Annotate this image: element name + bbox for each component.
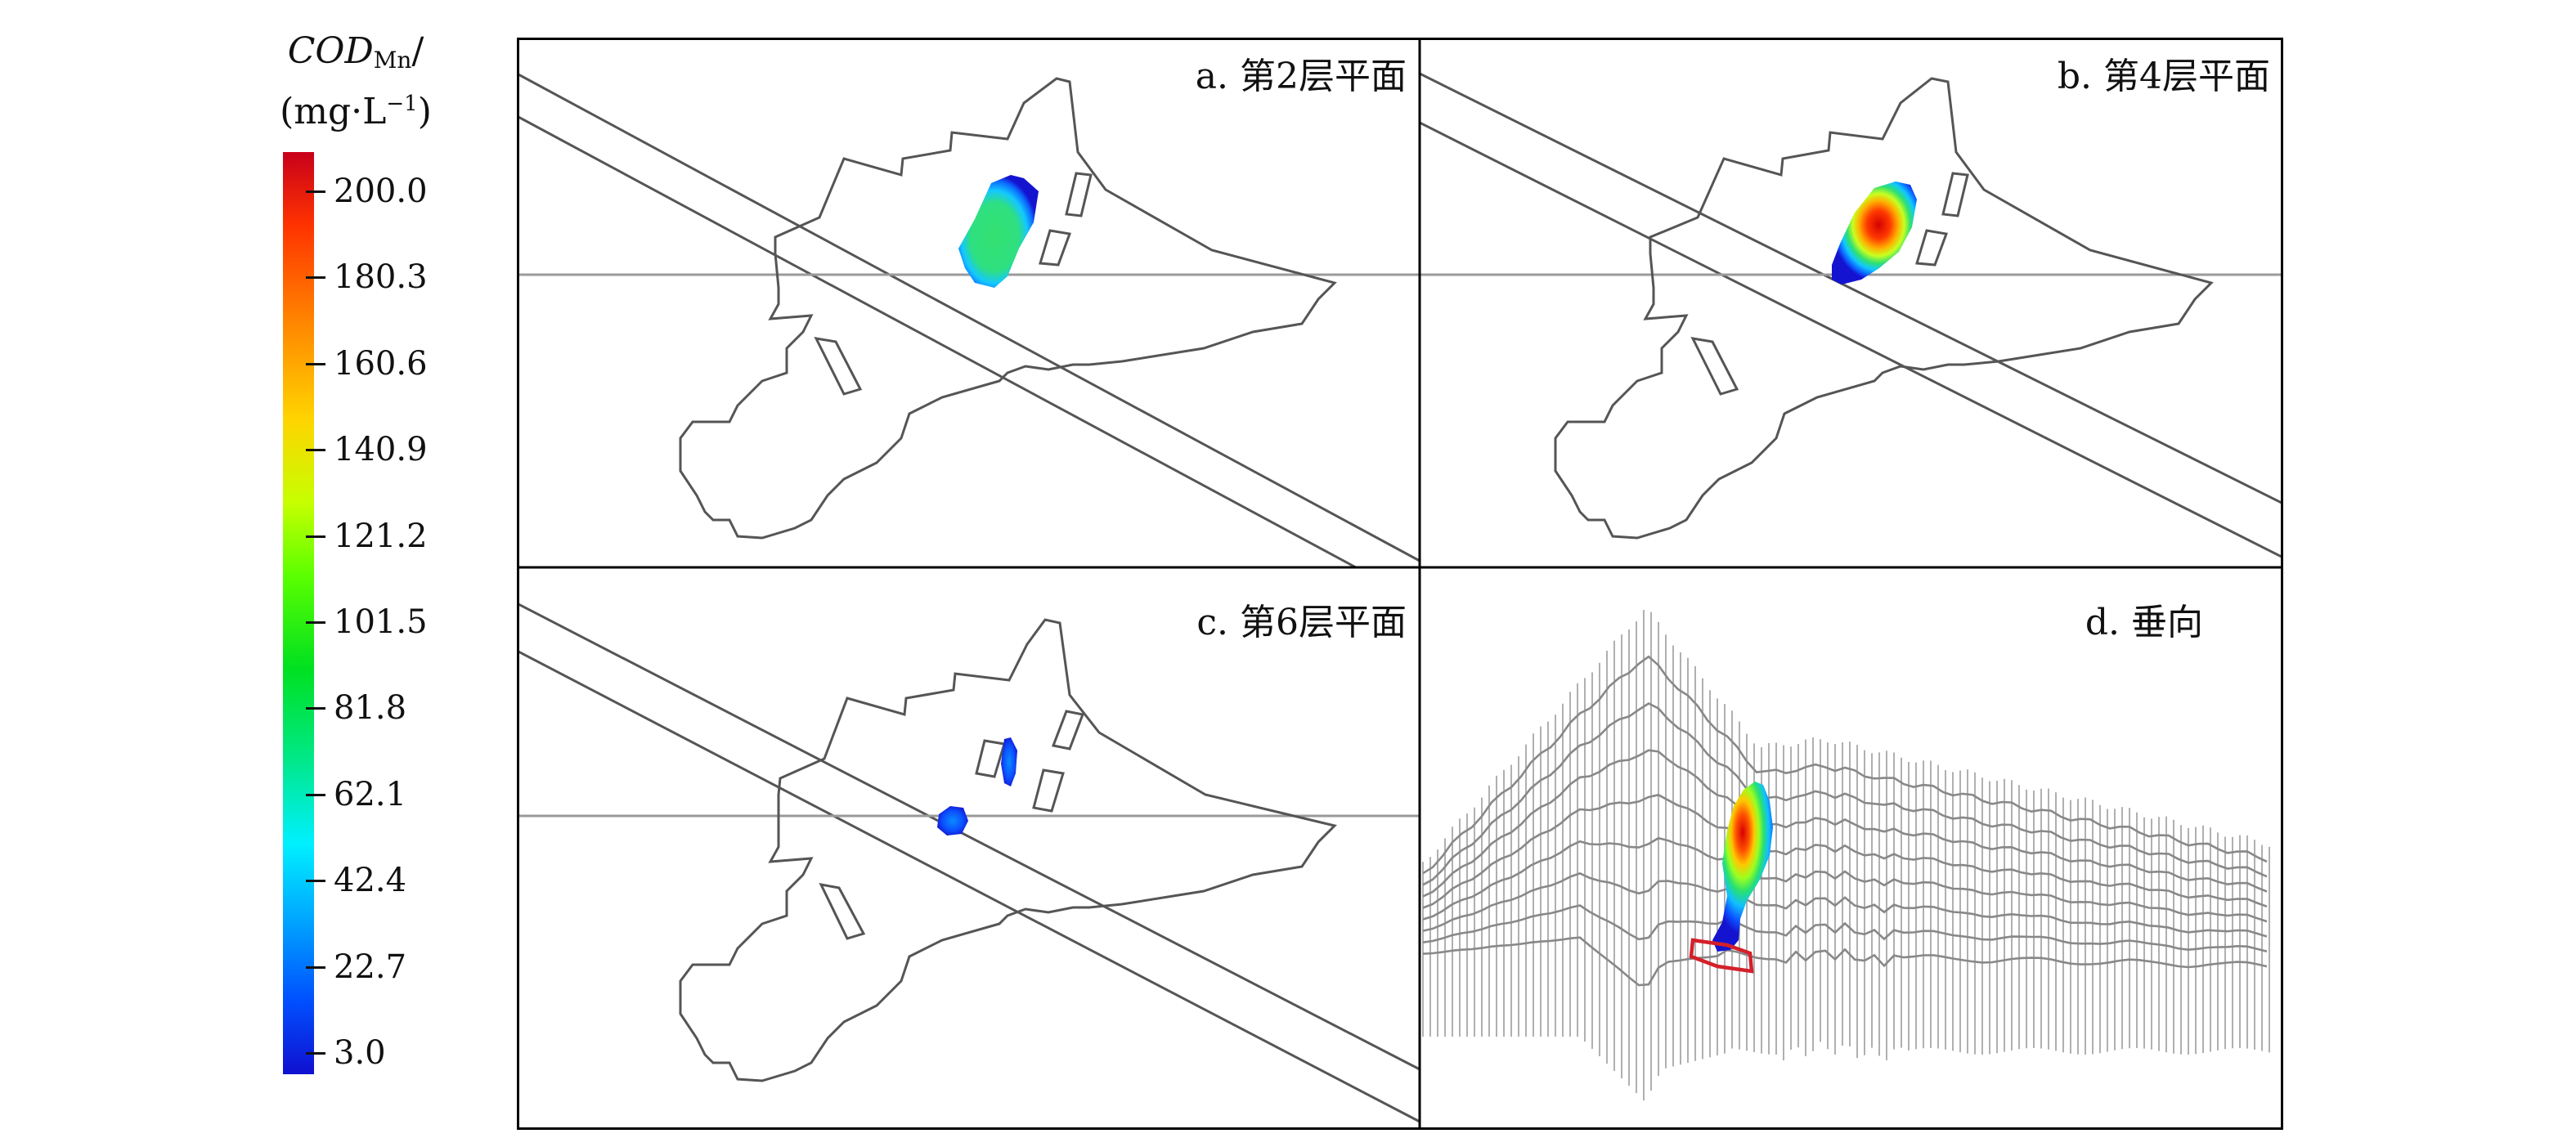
colorbar-tick: [306, 535, 325, 538]
colorbar-tick-label: 101.5: [334, 603, 428, 641]
building-1: [1065, 172, 1093, 217]
mesh-layer-line: [1422, 904, 2268, 953]
panel-d: [1422, 610, 2270, 1100]
mesh-layer-line: [1422, 793, 2268, 909]
building-2: [1039, 229, 1072, 267]
colorbar-tick: [306, 880, 325, 883]
road-line-1: [517, 72, 1420, 562]
building-3: [1690, 337, 1739, 396]
colorbar-tick-label: 22.7: [334, 948, 407, 986]
outer-frame: [517, 38, 2283, 1130]
panel-c: [517, 602, 1420, 1123]
building-3: [975, 739, 1006, 778]
colorbar-tick: [306, 449, 325, 452]
legend-unit-sup: −1: [386, 92, 418, 116]
legend-sub: Mn: [373, 47, 412, 74]
panel-c-label: c. 第6层平面: [1196, 602, 1407, 643]
plume-c-2: [937, 806, 968, 836]
color-scale-bar: [283, 152, 314, 1074]
site-boundary: [1554, 77, 2214, 540]
figure-panels: a. 第2层平面 b. 第4层平面 c. 第6层平面 d. 垂向: [517, 38, 2283, 1130]
colorbar-tick: [306, 362, 325, 365]
colorbar-tick-label: 200.0: [334, 172, 428, 210]
mesh-layer-line: [1422, 702, 2268, 886]
colorbar-tick: [306, 966, 325, 969]
colorbar-tick-label: 121.2: [334, 517, 428, 555]
colorbar-tick-label: 42.4: [334, 862, 407, 900]
colorbar-tick-label: 3.0: [334, 1034, 386, 1072]
site-boundary: [679, 618, 1337, 1082]
road-line-1: [1420, 72, 2283, 505]
building-4: [819, 882, 866, 940]
panel-b: [1420, 72, 2283, 559]
building-1: [1051, 710, 1085, 750]
legend-slash: /: [411, 30, 424, 72]
legend-unit-open: (mg·L: [280, 91, 387, 132]
colorbar-tick: [306, 276, 325, 280]
legend-unit-close: ): [417, 91, 432, 132]
colorbar-tick: [306, 793, 325, 796]
plume-a: [958, 175, 1039, 288]
mesh-layer-line: [1422, 871, 2268, 938]
colorbar-legend: CODMn/ (mg·L−1) 200.0 180.3 160.6 140.9 121.…: [245, 29, 491, 1092]
layer-lines: [1422, 655, 2268, 987]
colorbar-tick: [306, 621, 325, 624]
plume-d: [1712, 782, 1773, 952]
colorbar-tick-label: 160.6: [334, 344, 428, 383]
building-1: [1941, 172, 1969, 217]
colorbar-tick-label: 180.3: [334, 258, 428, 297]
colorbar-tick-label: 81.8: [334, 689, 407, 728]
colorbar-tick: [306, 190, 325, 193]
legend-title-unit: (mg·L−1): [245, 82, 466, 134]
plume-c-1: [1001, 737, 1017, 786]
site-boundary: [679, 77, 1337, 540]
panel-d-label: d. 垂向: [2085, 602, 2203, 643]
road-line-2: [517, 114, 1359, 567]
source-outline: [1689, 938, 1754, 974]
road-line-1: [517, 602, 1420, 1071]
mesh-layer-line: [1422, 749, 2268, 898]
panel-a-label: a. 第2层平面: [1196, 56, 1407, 97]
mesh-layer-line: [1422, 836, 2268, 923]
legend-var: COD: [287, 30, 374, 72]
mesh-layer-line: [1422, 655, 2268, 875]
building-2: [1032, 768, 1065, 813]
colorbar-tick-label: 140.9: [334, 431, 428, 469]
plume-b: [1832, 181, 1917, 284]
panel-a: [517, 72, 1420, 567]
building-2: [1915, 229, 1949, 267]
road-line-2: [517, 649, 1420, 1123]
road-line-2: [1420, 121, 2283, 559]
panels-svg: a. 第2层平面 b. 第4层平面 c. 第6层平面 d. 垂向: [517, 38, 2283, 1130]
building-3: [814, 337, 863, 396]
colorbar-tick: [306, 707, 325, 710]
mesh-layer-line: [1422, 936, 2268, 987]
panel-frames: [517, 38, 2283, 1130]
panel-b-label: b. 第4层平面: [2058, 56, 2270, 97]
colorbar-tick: [306, 1052, 325, 1055]
legend-title-variable: CODMn/: [245, 29, 466, 83]
vertical-mesh: [1422, 610, 2270, 1100]
colorbar-tick-label: 62.1: [334, 775, 407, 813]
